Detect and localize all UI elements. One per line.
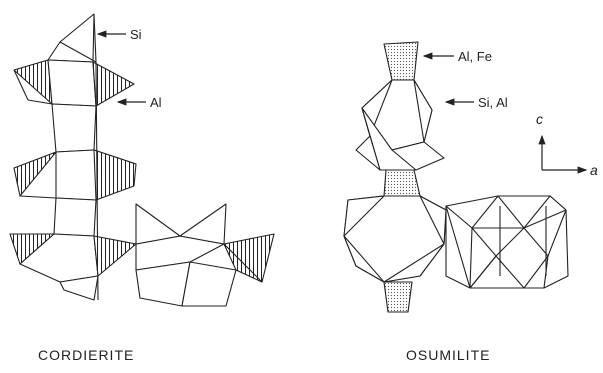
svg-text:Al: Al bbox=[150, 95, 162, 110]
label-al-cordierite: Al bbox=[116, 95, 162, 110]
si-tetrahedron-row1 bbox=[47, 59, 97, 107]
svg-text:Si, Al: Si, Al bbox=[478, 95, 508, 110]
alfe-tetrahedron-bottom bbox=[383, 281, 413, 313]
svg-text:Al, Fe: Al, Fe bbox=[458, 49, 492, 64]
al-tetrahedron-right-3 bbox=[93, 235, 137, 277]
axes-indicator: c a bbox=[536, 111, 598, 178]
caption-cordierite: CORDIERITE bbox=[38, 347, 135, 363]
si-tetrahedron-top bbox=[47, 13, 95, 63]
label-alfe-osumilite: Al, Fe bbox=[422, 49, 492, 64]
axis-a-label: a bbox=[590, 162, 598, 178]
al-tetrahedron-right-1 bbox=[92, 61, 135, 107]
axis-c-label: c bbox=[536, 111, 543, 127]
svg-text:Si: Si bbox=[130, 27, 142, 42]
cordierite-structure bbox=[9, 13, 275, 307]
alfe-tetrahedron-top bbox=[383, 41, 419, 81]
al-tetrahedron-right-2 bbox=[93, 149, 137, 201]
osumilite-structure bbox=[343, 41, 569, 313]
label-sial-osumilite: Si, Al bbox=[444, 95, 508, 110]
al-tetrahedron-left-2 bbox=[13, 151, 57, 197]
alfe-tetrahedron-middle bbox=[383, 169, 421, 197]
label-si-cordierite: Si bbox=[96, 27, 142, 42]
caption-osumilite: OSUMILITE bbox=[406, 347, 491, 363]
